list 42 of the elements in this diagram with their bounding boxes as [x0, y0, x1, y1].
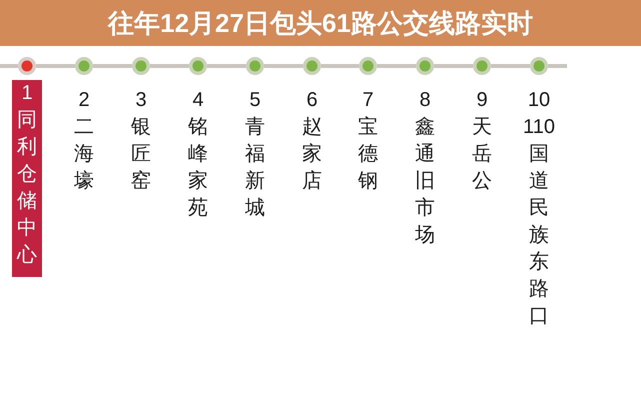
station-dot-icon: [132, 57, 150, 75]
station-dot-icon: [473, 57, 491, 75]
stop-name: 银匠窑: [131, 115, 151, 194]
route-line: [207, 64, 246, 68]
title: 往年12月27日包头61路公交线路实时: [108, 7, 533, 39]
station-dot-icon: [189, 57, 207, 75]
station-dot-icon: [246, 57, 264, 75]
stop-number: 1: [21, 81, 33, 106]
stop-number: 3: [135, 88, 147, 113]
stop-number: 8: [419, 88, 431, 113]
route-line: [264, 64, 303, 68]
station-dot-icon: [75, 57, 93, 75]
route-line: [548, 64, 567, 68]
stop-name: 铭峰家苑: [188, 115, 208, 221]
route-line: [491, 64, 530, 68]
station-dot-icon: [416, 57, 434, 75]
stop-name: 宝德钢: [358, 115, 378, 194]
route-line: [321, 64, 359, 68]
stop-number: 9: [476, 88, 488, 113]
stop-name: 鑫通旧市场: [415, 115, 435, 248]
stop-number: 5: [249, 88, 261, 113]
stop-name: 天岳公: [472, 115, 492, 194]
stop-name: 同利仓储中心: [17, 108, 37, 268]
stop-name: 青福新城: [245, 115, 265, 221]
route-line: [36, 64, 75, 68]
stop-number: 4: [192, 88, 204, 113]
stop-number: 6: [306, 88, 318, 113]
station-dot-icon: [359, 57, 377, 75]
route-line: [434, 64, 473, 68]
stop-number: 7: [362, 88, 374, 113]
route-line: [150, 64, 189, 68]
route-line: [93, 64, 132, 68]
station-dot-icon: [303, 57, 321, 75]
stop-name: 赵家店: [302, 115, 322, 194]
stop-number: 2: [78, 88, 90, 113]
station-dot-icon: [530, 57, 548, 75]
stop-name: 二海壕: [74, 115, 94, 194]
route-line: [0, 64, 18, 68]
stop-name: 110国道民族东路口: [523, 115, 555, 329]
route-line: [377, 64, 416, 68]
stop-number: 10: [528, 88, 550, 113]
station-dot-icon: [18, 57, 36, 75]
